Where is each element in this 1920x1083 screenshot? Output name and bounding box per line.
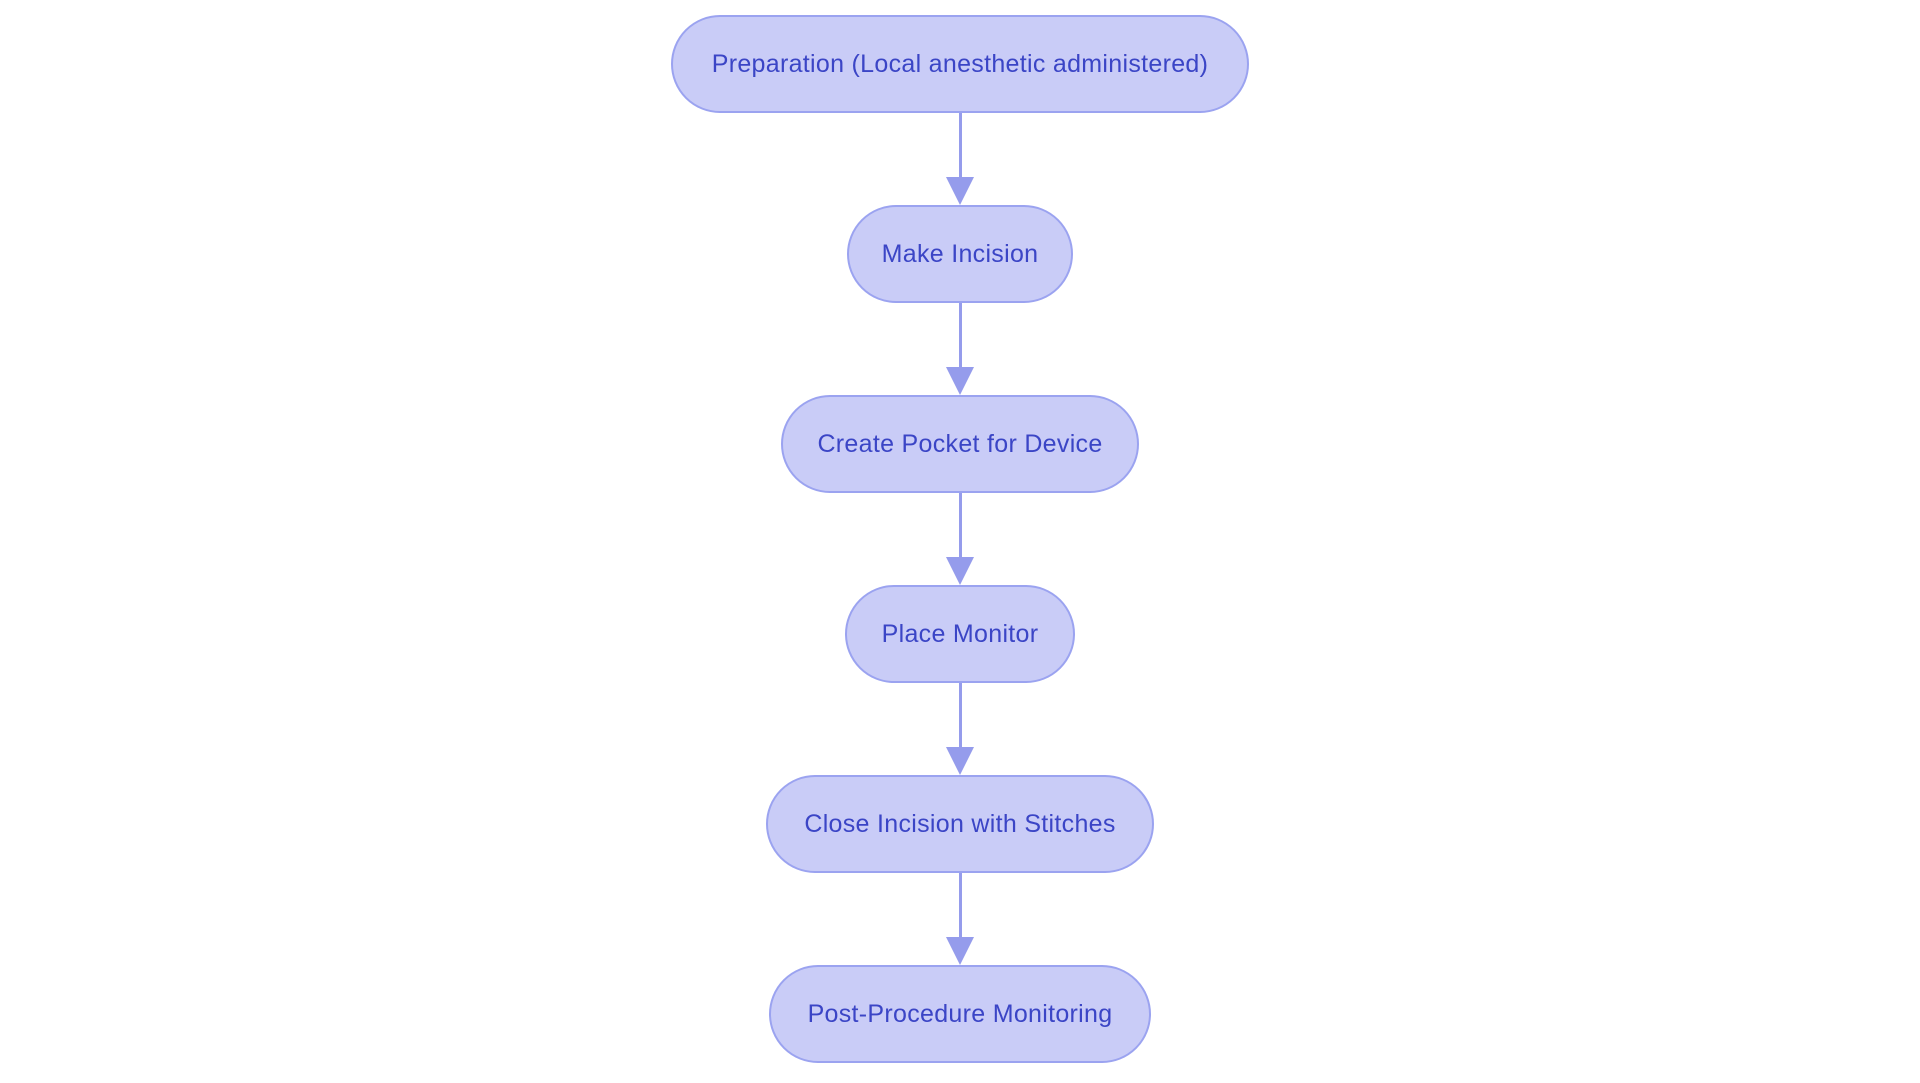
down-arrow-connector bbox=[946, 683, 974, 775]
node-make-incision: Make Incision bbox=[847, 205, 1073, 303]
arrow-line bbox=[958, 683, 962, 747]
arrow-line bbox=[958, 873, 962, 937]
arrow-line bbox=[958, 113, 962, 177]
node-post-procedure: Post-Procedure Monitoring bbox=[769, 965, 1151, 1063]
node-label: Make Incision bbox=[881, 239, 1039, 268]
node-label: Post-Procedure Monitoring bbox=[807, 999, 1113, 1028]
arrow-line bbox=[958, 493, 962, 557]
down-arrow-connector bbox=[946, 303, 974, 395]
arrow-head-icon bbox=[946, 557, 974, 585]
node-close-incision: Close Incision with Stitches bbox=[766, 775, 1154, 873]
arrow-line bbox=[958, 303, 962, 367]
node-create-pocket: Create Pocket for Device bbox=[781, 395, 1139, 493]
node-label: Close Incision with Stitches bbox=[804, 809, 1116, 838]
node-place-monitor: Place Monitor bbox=[845, 585, 1075, 683]
arrow-head-icon bbox=[946, 177, 974, 205]
node-label: Create Pocket for Device bbox=[817, 429, 1103, 458]
arrow-head-icon bbox=[946, 937, 974, 965]
node-preparation: Preparation (Local anesthetic administer… bbox=[671, 15, 1249, 113]
arrow-head-icon bbox=[946, 367, 974, 395]
node-label: Preparation (Local anesthetic administer… bbox=[711, 49, 1209, 78]
down-arrow-connector bbox=[946, 493, 974, 585]
node-label: Place Monitor bbox=[881, 619, 1039, 648]
arrow-head-icon bbox=[946, 747, 974, 775]
down-arrow-connector bbox=[946, 113, 974, 205]
down-arrow-connector bbox=[946, 873, 974, 965]
